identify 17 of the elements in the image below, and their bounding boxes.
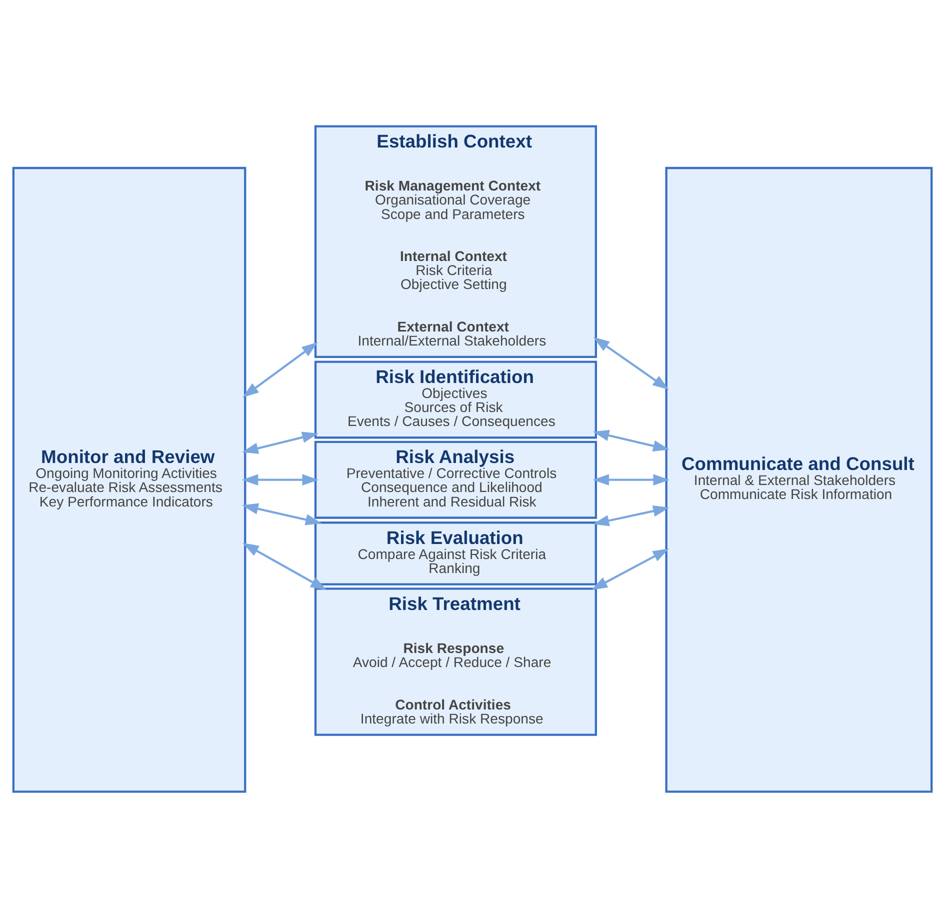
node-box: Risk Treatment Risk Response Avoid / Accept / Reduce / Share Control Activities Integrate with Risk Response <box>314 587 597 736</box>
arrow <box>592 474 670 486</box>
arrow <box>241 502 322 525</box>
node-box: Risk Analysis Preventative / Corrective Controls Consequence and Likelihood Inherent and Residual Risk <box>314 440 597 518</box>
arrow <box>590 548 669 590</box>
node-box: Risk Identification Objectives Sources of Risk Events / Causes / Consequences <box>314 360 597 438</box>
arrow <box>242 342 318 397</box>
arrow <box>242 542 326 590</box>
node-box: Establish Context Risk Management Context Organisational Coverage Scope and Parameters Internal Context Risk Criteria Objective Setting External Context Internal/External Stakeholders <box>314 124 597 358</box>
arrow <box>592 504 669 526</box>
arrow <box>241 431 318 454</box>
arrow <box>592 336 668 390</box>
arrow <box>241 474 318 486</box>
node-box: Monitor and Review Ongoing Monitoring Activities Re-evaluate Risk Assessments Key Performance Indicators <box>12 166 246 792</box>
node-box: Communicate and Consult Internal & External Stakeholders Communicate Risk Information <box>664 166 932 792</box>
arrow <box>592 429 669 451</box>
node-box: Risk Evaluation Compare Against Risk Criteria Ranking <box>314 521 597 585</box>
